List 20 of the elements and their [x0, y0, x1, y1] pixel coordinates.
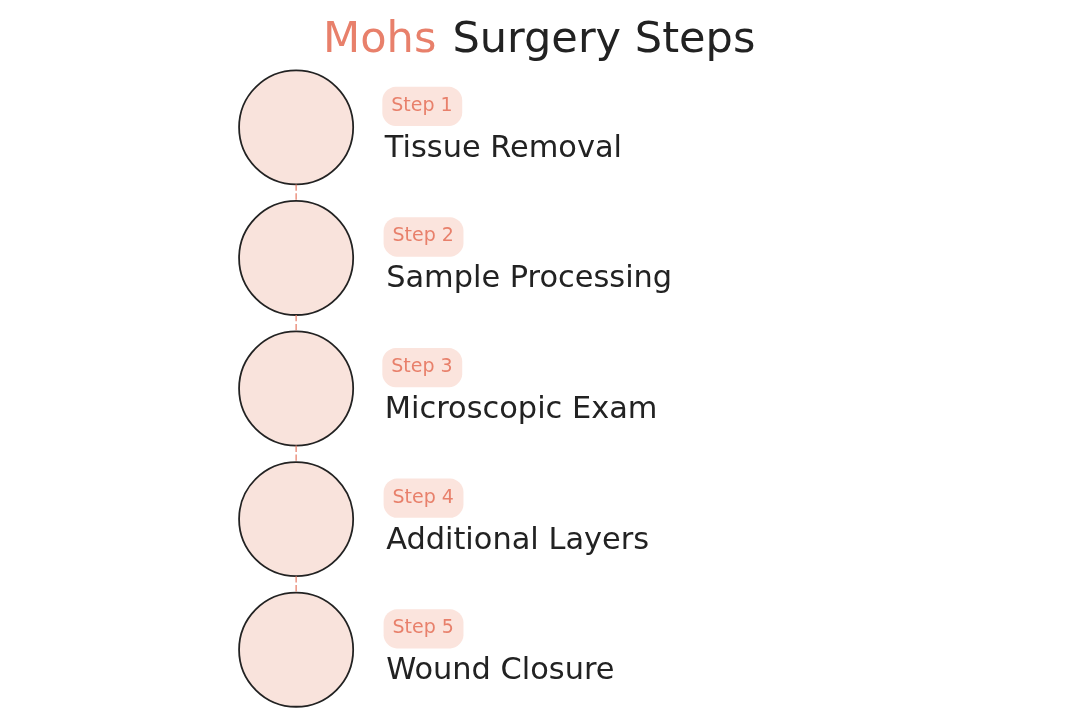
connector	[295, 575, 297, 594]
node-label: Tissue Removal	[384, 128, 622, 164]
node-box: Step 4	[383, 478, 463, 518]
node-label: Additional Layers	[385, 520, 649, 556]
node-box: Step 5	[383, 609, 463, 649]
connector	[295, 183, 297, 202]
node-circle	[237, 200, 354, 316]
node-circle	[237, 461, 354, 578]
node-box: Step 3	[381, 347, 462, 388]
node-circle	[237, 591, 354, 708]
node-circle	[237, 330, 354, 447]
connector	[295, 314, 297, 332]
node-label: Microscopic Exam	[384, 389, 657, 425]
node-box: Step 2	[383, 217, 463, 257]
node-label: Sample Processing	[385, 259, 672, 295]
node-label: Wound Closure	[385, 651, 614, 687]
node-circle	[237, 69, 354, 186]
node-box: Step 1	[381, 86, 462, 127]
connector	[295, 444, 297, 463]
diagram-title: Mohs Surgery Steps	[322, 11, 755, 62]
